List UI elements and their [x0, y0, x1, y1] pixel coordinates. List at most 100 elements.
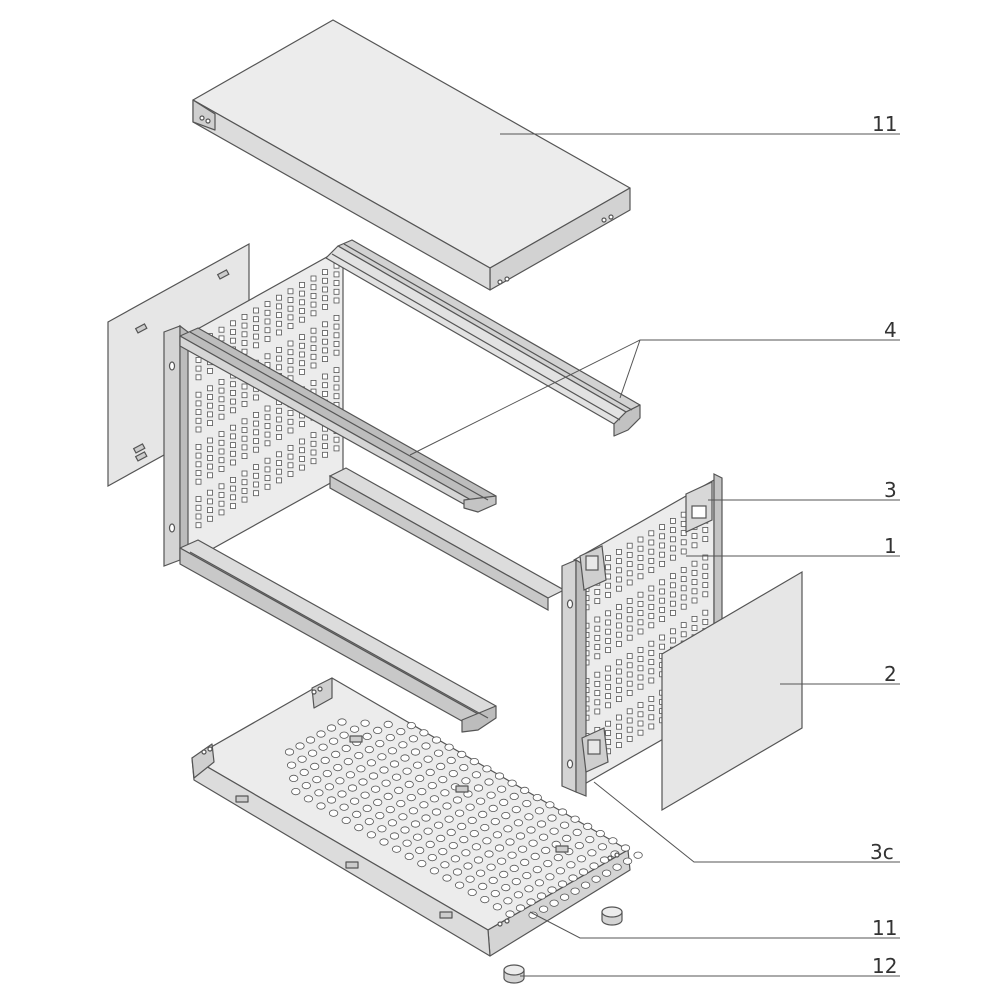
perforation-hole [637, 573, 644, 580]
perforation-hole [605, 564, 611, 571]
perforation-hole [463, 862, 473, 870]
perforation-hole [524, 813, 534, 821]
perforation-hole [626, 662, 633, 669]
perforation-hole [442, 874, 452, 882]
callout-11-top: 11 [872, 112, 898, 136]
perforation-hole [230, 320, 236, 327]
perforation-hole [594, 708, 601, 715]
perforation-hole [415, 774, 425, 783]
perforation-hole [626, 570, 633, 577]
perforation-hole [450, 855, 460, 863]
perforation-hole [691, 588, 698, 595]
perforation-hole [545, 873, 555, 881]
perforation-hole [322, 769, 332, 778]
perforation-hole [241, 427, 248, 433]
perforation-hole [364, 745, 374, 754]
perforation-hole [410, 748, 421, 756]
perforation-hole [253, 307, 259, 314]
perforation-hole [501, 883, 511, 892]
perforation-hole [287, 297, 294, 303]
perforation-hole [370, 785, 381, 793]
perforation-hole [488, 876, 498, 885]
perforation-hole [454, 809, 465, 817]
perforation-hole [299, 290, 305, 297]
perforation-hole [287, 366, 294, 373]
perforation-hole [419, 801, 429, 809]
perforation-hole [195, 452, 202, 459]
perforation-hole [475, 797, 486, 805]
perforation-hole [287, 314, 294, 321]
perforation-hole [659, 597, 665, 604]
perforation-hole [605, 730, 611, 736]
perforation-hole [465, 875, 475, 883]
perforation-hole [659, 634, 665, 641]
perforation-hole [446, 828, 456, 837]
perforation-hole [648, 530, 655, 537]
perforation-hole [328, 737, 339, 745]
perforation-hole [557, 808, 568, 816]
perforation-hole [626, 653, 633, 659]
perforation-hole [616, 585, 622, 592]
perforation-hole [318, 743, 328, 751]
perforation-hole [670, 610, 676, 616]
perforation-hole [230, 398, 236, 405]
perforation-hole [637, 601, 644, 607]
perforation-hole [276, 303, 282, 310]
perforation-hole [492, 831, 502, 839]
perforation-hole [253, 472, 259, 479]
perforation-hole [287, 305, 294, 312]
callout-2: 2 [884, 662, 897, 686]
perforation-hole [528, 839, 538, 847]
perforation-hole [341, 816, 351, 825]
foot-left [503, 964, 525, 984]
perforation-hole [526, 826, 536, 834]
perforation-hole [299, 447, 305, 454]
perforation-hole [595, 829, 605, 838]
perforation-hole [333, 349, 340, 356]
perforation-hole [385, 805, 395, 814]
perforation-hole [532, 793, 542, 802]
perforation-hole [218, 509, 225, 516]
perforation-hole [626, 690, 633, 696]
perforation-hole [559, 821, 570, 829]
rail-back-bottom [328, 467, 566, 612]
perforation-hole [612, 863, 622, 871]
perforation-hole [594, 625, 601, 632]
perforation-hole [408, 735, 418, 743]
perforation-hole [572, 828, 582, 837]
perforation-hole [333, 367, 340, 374]
perforation-hole [454, 881, 465, 889]
perforation-hole [605, 674, 611, 681]
perforation-hole [333, 384, 340, 391]
perforation-hole [648, 677, 655, 684]
perforation-hole [680, 631, 687, 638]
perforation-hole [702, 609, 709, 616]
perforation-hole [670, 545, 676, 552]
perforation-hole [354, 751, 364, 760]
perforation-hole [670, 536, 676, 543]
perforation-hole [230, 442, 236, 449]
perforation-hole [230, 424, 236, 431]
perforation-hole [648, 659, 655, 665]
perforation-hole [276, 294, 282, 301]
perforation-hole [616, 622, 622, 629]
perforation-hole [670, 600, 676, 607]
perforation-hole [421, 814, 431, 822]
perforation-hole [333, 297, 340, 304]
perforation-hole [486, 791, 496, 799]
perforation-hole [253, 333, 259, 340]
perforation-hole [511, 877, 521, 886]
perforation-hole [230, 459, 236, 466]
perforation-hole [469, 757, 479, 766]
perforation-hole [680, 548, 687, 555]
perforation-hole [264, 422, 271, 429]
perforation-hole [494, 772, 505, 780]
perforation-hole [218, 500, 225, 507]
perforation-hole [702, 536, 709, 542]
perforation-hole [538, 833, 549, 841]
perforation-hole [702, 573, 709, 579]
perforation-hole [287, 471, 294, 477]
perforation-hole [287, 462, 294, 469]
perforation-hole [670, 573, 676, 579]
perforation-hole [501, 811, 511, 820]
